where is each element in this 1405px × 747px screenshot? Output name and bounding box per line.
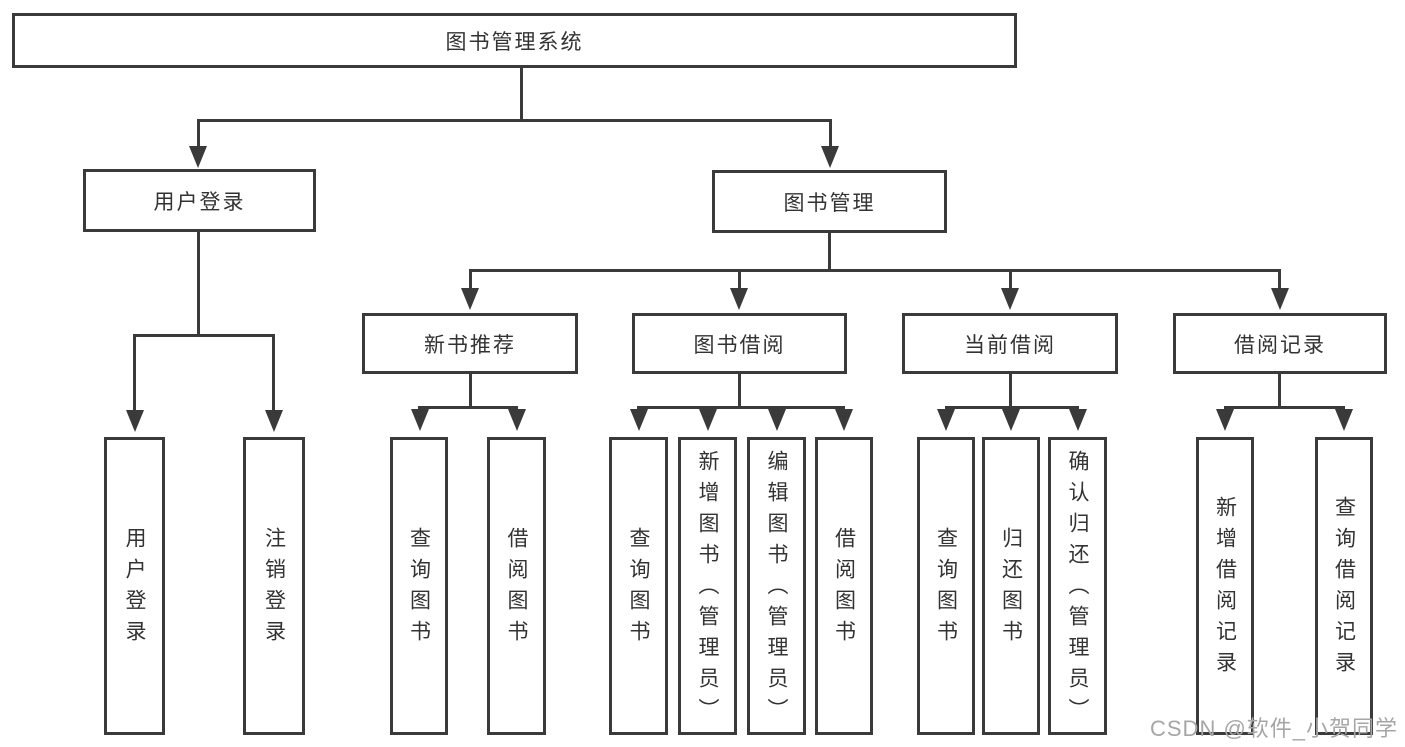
node-user-login: 用户登录: [83, 169, 316, 232]
leaf-confirm-return-admin: 确认归还（管理员）: [1048, 437, 1107, 735]
connector-borrow-records-stem: [1278, 374, 1281, 409]
leaf-logout-label: 注销登录: [262, 527, 286, 651]
node-borrow-records: 借阅记录: [1173, 313, 1387, 374]
leaf-borrow-books-1: 借阅图书: [487, 437, 546, 735]
arrowhead-leaf-logout: [265, 410, 283, 432]
arrowhead-query-books-1: [411, 409, 429, 431]
arrowhead-borrow-records: [1271, 288, 1289, 310]
leaf-user-login-label: 用户登录: [123, 527, 146, 651]
connector-rail-user-login: [133, 334, 275, 337]
leaf-query-books-2-label: 查询图书: [627, 527, 650, 651]
connector-drop-book-borrow: [738, 269, 741, 288]
arrowhead-query-books-3: [937, 409, 955, 431]
arrowhead-query-borrow-record: [1335, 409, 1353, 431]
leaf-return-book-label: 归还图书: [999, 527, 1023, 651]
arrowhead-new-book: [461, 288, 479, 310]
arrowhead-add-borrow-record: [1216, 409, 1234, 431]
leaf-borrow-books-2-label: 借阅图书: [832, 527, 856, 651]
connector-book-management-stem: [828, 233, 831, 271]
connector-rail-new-book: [418, 406, 518, 409]
leaf-user-login: 用户登录: [104, 437, 165, 735]
connector-drop-leaf-user-login: [133, 334, 136, 412]
node-root: 图书管理系统: [12, 13, 1017, 68]
arrowhead-return-book: [1002, 409, 1020, 431]
leaf-add-borrow-record-label: 新增借阅记录: [1213, 496, 1237, 682]
node-new-book-recommend-label: 新书推荐: [424, 333, 516, 357]
connector-current-borrow-stem: [1009, 374, 1012, 409]
leaf-add-book-admin: 新增图书（管理员）: [678, 437, 737, 735]
connector-drop-current-borrow: [1009, 269, 1012, 288]
connector-new-book-stem: [469, 374, 472, 409]
connector-book-borrow-stem: [738, 374, 741, 409]
node-new-book-recommend: 新书推荐: [362, 313, 578, 374]
leaf-return-book: 归还图书: [982, 437, 1040, 735]
leaf-borrow-books-2: 借阅图书: [815, 437, 873, 735]
connector-rail-borrow-records: [1224, 406, 1345, 409]
connector-root-stem: [520, 68, 523, 122]
arrowhead-book-management: [821, 146, 839, 168]
node-book-management: 图书管理: [712, 170, 947, 233]
connector-drop-user-login: [197, 119, 200, 149]
arrowhead-user-login: [189, 146, 207, 168]
connector-drop-leaf-logout: [272, 334, 275, 412]
leaf-confirm-return-admin-label: 确认归还（管理员）: [1066, 449, 1089, 729]
leaf-query-borrow-record: 查询借阅记录: [1315, 437, 1373, 735]
leaf-query-books-1-label: 查询图书: [407, 527, 431, 651]
node-book-borrow-label: 图书借阅: [693, 333, 786, 357]
leaf-query-books-1: 查询图书: [390, 437, 448, 735]
leaf-edit-book-admin: 编辑图书（管理员）: [747, 437, 806, 735]
node-book-management-label: 图书管理: [783, 191, 876, 215]
connector-user-login-stem: [197, 232, 200, 336]
leaf-query-books-2: 查询图书: [609, 437, 668, 735]
arrowhead-book-borrow: [730, 288, 748, 310]
connector-rail-current-borrow: [945, 406, 1079, 409]
arrowhead-query-books-2: [630, 409, 648, 431]
arrowhead-leaf-user-login: [126, 410, 144, 432]
leaf-edit-book-admin-label: 编辑图书（管理员）: [765, 449, 788, 729]
leaf-add-book-admin-label: 新增图书（管理员）: [696, 449, 719, 729]
leaf-borrow-books-1-label: 借阅图书: [505, 527, 528, 651]
connector-rail-level3: [469, 269, 1281, 272]
leaf-query-books-3-label: 查询图书: [934, 527, 958, 651]
connector-drop-new-book: [469, 269, 472, 288]
node-current-borrow: 当前借阅: [902, 313, 1118, 374]
arrowhead-edit-book: [768, 409, 786, 431]
arrowhead-confirm-return: [1069, 409, 1087, 431]
connector-rail-book-borrow: [637, 406, 845, 409]
leaf-add-borrow-record: 新增借阅记录: [1196, 437, 1254, 735]
leaf-query-borrow-record-label: 查询借阅记录: [1332, 496, 1356, 682]
leaf-query-books-3: 查询图书: [917, 437, 975, 735]
arrowhead-add-book: [699, 409, 717, 431]
connector-drop-borrow-records: [1278, 269, 1281, 288]
connector-drop-book-management: [829, 119, 832, 149]
node-current-borrow-label: 当前借阅: [964, 333, 1056, 357]
arrowhead-current-borrow: [1001, 288, 1019, 310]
leaf-logout: 注销登录: [243, 437, 305, 735]
watermark: CSDN @软件_小贺同学: [1150, 716, 1399, 741]
arrowhead-borrow-books-2: [835, 409, 853, 431]
connector-rail-level2: [197, 119, 832, 122]
node-borrow-records-label: 借阅记录: [1234, 333, 1326, 357]
arrowhead-borrow-books-1: [508, 409, 526, 431]
node-book-borrow: 图书借阅: [632, 313, 847, 374]
node-user-login-label: 用户登录: [153, 190, 246, 214]
node-root-label: 图书管理系统: [445, 30, 584, 54]
